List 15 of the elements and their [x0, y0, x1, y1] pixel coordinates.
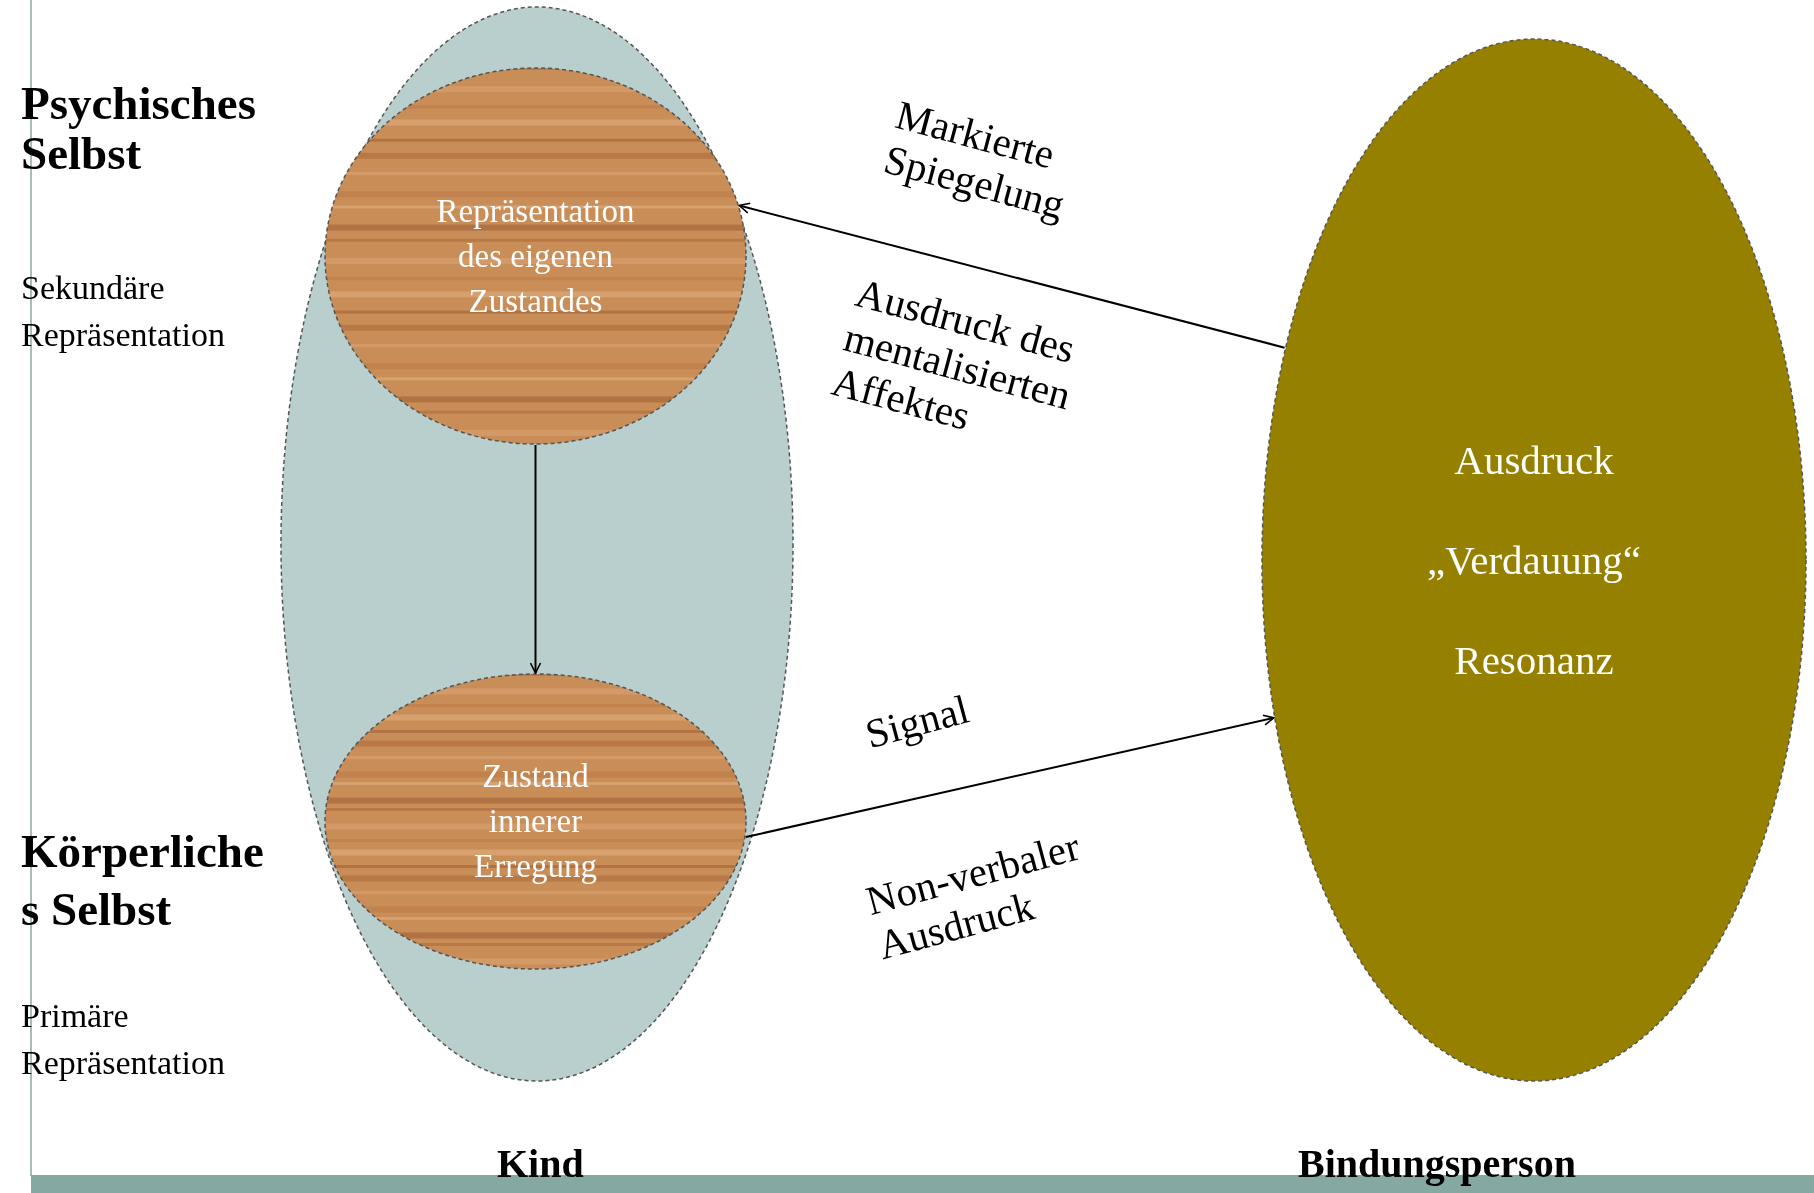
node-text: Repräsentation des eigenen Zustandes [435, 191, 636, 321]
node-text: Ausdruck [1454, 436, 1614, 484]
arrow [738, 202, 1286, 349]
text-label: Psychisches Selbst [21, 78, 257, 178]
text-label: Sekundäre Repräsentation [21, 268, 226, 355]
text-label: Kind [497, 1140, 585, 1188]
node-text: Resonanz [1454, 636, 1614, 684]
arrow [744, 714, 1275, 838]
node-text: Zustand innerer Erregung [473, 757, 598, 886]
text-label: Körperliche s Selbst [21, 824, 265, 937]
text-label: Bindungsperson [1298, 1140, 1577, 1188]
arrow [529, 444, 542, 674]
edge-label: Signal [860, 684, 975, 758]
text-label: Primäre Repräsentation [21, 996, 226, 1083]
node-text: „Verdauung“ [1427, 536, 1641, 584]
